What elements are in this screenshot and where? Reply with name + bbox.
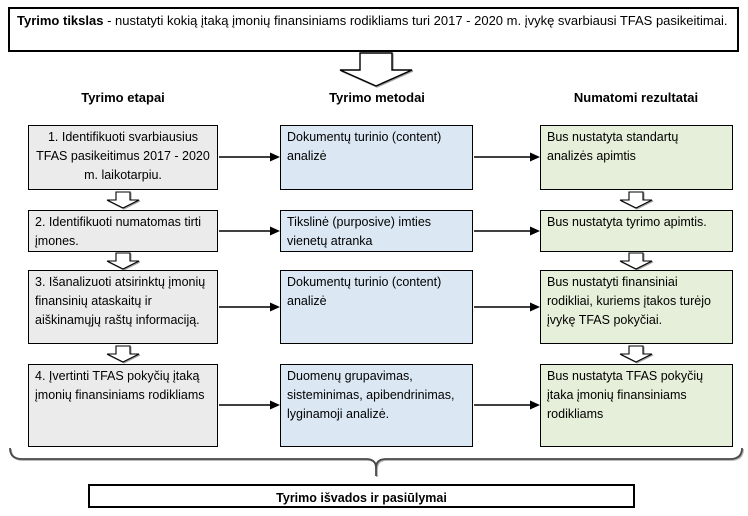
right-arrow-icon	[219, 226, 280, 236]
right-arrow-icon	[219, 400, 280, 410]
right-arrow-icon	[474, 152, 540, 162]
down-arrow-icon	[339, 52, 413, 87]
method-box-1: Dokumentų turinio (content) analizė	[280, 125, 473, 190]
down-arrow-icon	[106, 252, 140, 270]
method-box-2: Tikslinė (purposive) imties vienetų atra…	[280, 210, 473, 252]
down-arrow-icon	[619, 191, 653, 209]
result-box-3: Bus nustatyti finansiniai rodikliai, kur…	[540, 270, 733, 344]
result-box-4: Bus nustatyta TFAS pokyčių įtaka įmonių …	[540, 364, 733, 447]
right-arrow-icon	[219, 302, 280, 312]
curly-brace	[9, 447, 743, 476]
conclusion-box: Tyrimo išvados ir pasiūlymai	[88, 484, 635, 508]
right-arrow-icon	[474, 400, 540, 410]
column-header-methods: Tyrimo metodai	[329, 90, 425, 105]
stage-box-3: 3. Išanalizuoti atsirinktų įmonių finans…	[28, 270, 218, 344]
stage-box-4: 4. Įvertinti TFAS pokyčių įtaką įmonių f…	[28, 364, 218, 447]
result-box-1: Bus nustatyta standartų analizės apimtis	[540, 125, 733, 190]
stage-box-2: 2. Identifikuoti numatomas tirti įmones.	[28, 210, 218, 252]
result-box-2: Bus nustatyta tyrimo apimtis.	[540, 210, 733, 252]
down-arrow-icon	[106, 345, 140, 363]
research-goal-box: Tyrimo tikslas - nustatyti kokią įtaką į…	[8, 7, 739, 52]
column-header-results: Numatomi rezultatai	[573, 90, 699, 105]
column-header-stages: Tyrimo etapai	[81, 90, 165, 105]
right-arrow-icon	[474, 302, 540, 312]
method-box-3: Dokumentų turinio (content) analizė	[280, 270, 473, 344]
down-arrow-icon	[619, 345, 653, 363]
research-goal-text: - nustatyti kokią įtaką įmonių finansini…	[103, 13, 728, 28]
right-arrow-icon	[219, 152, 280, 162]
method-box-4: Duomenų grupavimas, sisteminimas, apiben…	[280, 364, 473, 447]
down-arrow-icon	[619, 252, 653, 270]
research-goal-label: Tyrimo tikslas	[17, 13, 104, 28]
stage-box-1: 1. Identifikuoti svarbiausius TFAS pasik…	[28, 125, 218, 190]
right-arrow-icon	[474, 226, 540, 236]
down-arrow-icon	[106, 191, 140, 209]
